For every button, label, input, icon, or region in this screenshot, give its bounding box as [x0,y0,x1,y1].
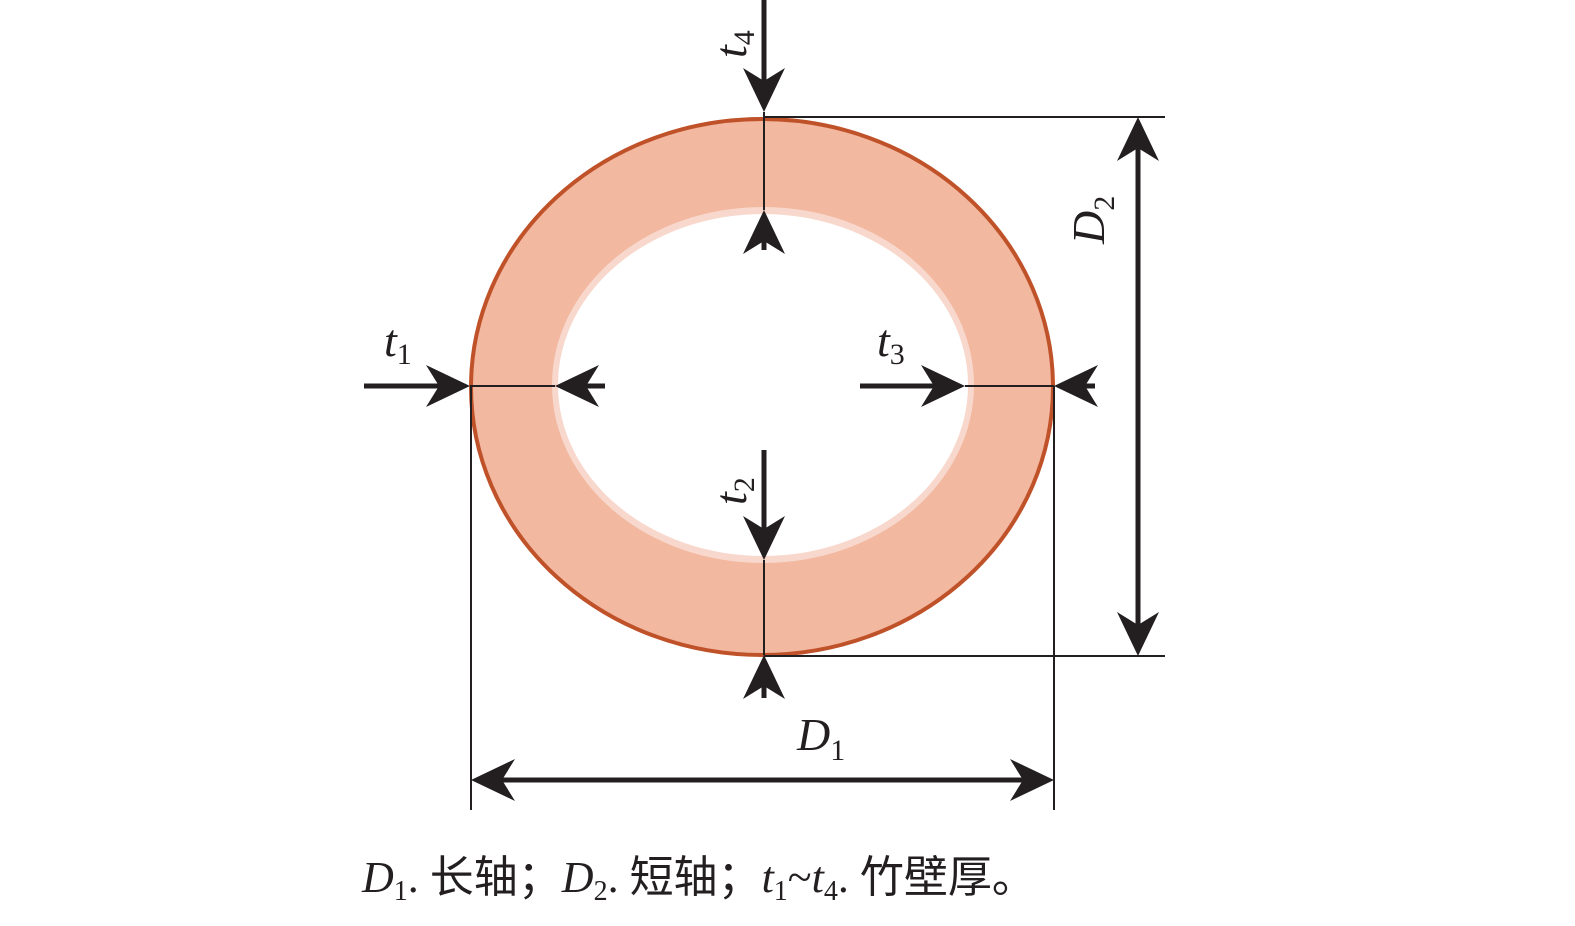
dimension-lines [364,0,1165,810]
label-d1: D1 [796,709,845,767]
label-t3: t3 [877,315,905,371]
caption: D1. 长轴；D2. 短轴；t1~t4. 竹壁厚。 [361,853,1036,907]
label-t2: t2 [705,477,761,505]
label-t4: t4 [705,30,761,58]
label-t1: t1 [384,315,412,371]
inner-cavity [558,214,968,556]
label-d2: D2 [1063,196,1121,245]
